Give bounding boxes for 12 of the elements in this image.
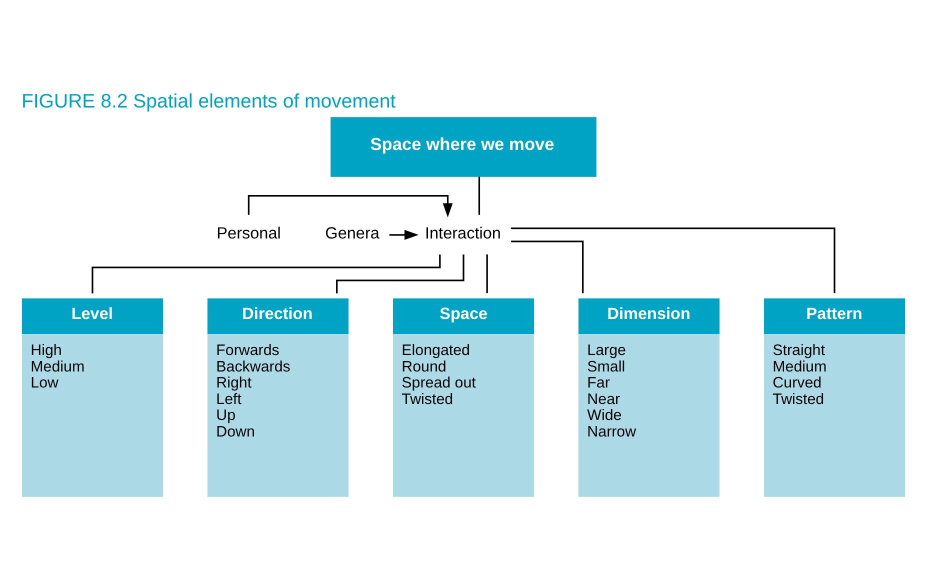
node-text: Interaction xyxy=(424,224,501,242)
diagram-title: FIGURE 8.2 Spatial elements of movement xyxy=(21,90,396,112)
connector xyxy=(336,254,464,293)
arrow xyxy=(248,194,453,217)
node-text: Genera xyxy=(325,224,380,242)
connector xyxy=(486,254,488,293)
arrow xyxy=(389,229,419,240)
node-box: Space where we move xyxy=(330,116,596,176)
connector xyxy=(510,227,836,293)
connector xyxy=(511,240,584,293)
node-text: Personal xyxy=(216,224,281,242)
connector xyxy=(478,176,480,214)
